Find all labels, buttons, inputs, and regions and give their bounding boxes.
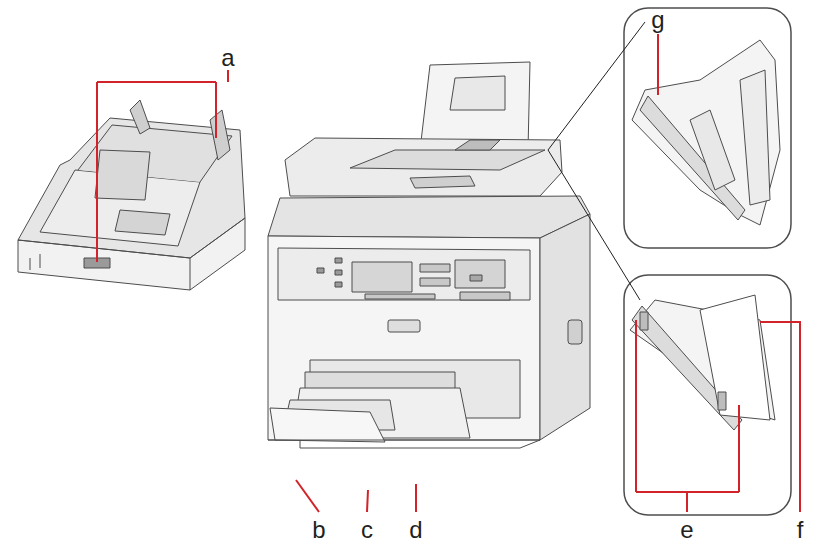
control-panel [278,248,530,300]
scanner-top [268,196,590,238]
callout-letter: b [311,518,326,542]
callout-letter: d [408,518,423,542]
leader-lines [97,34,800,512]
detail-view [624,8,791,515]
paper-cassette [18,100,245,290]
output-tray [268,360,540,448]
callout-letter: e [679,518,694,542]
paper-support [420,62,530,150]
callout-letter: c [360,518,374,542]
document-feeder [285,138,562,196]
callout-letter: g [650,8,665,32]
callout-letter: f [796,518,805,542]
callout-letter: a [220,46,235,70]
